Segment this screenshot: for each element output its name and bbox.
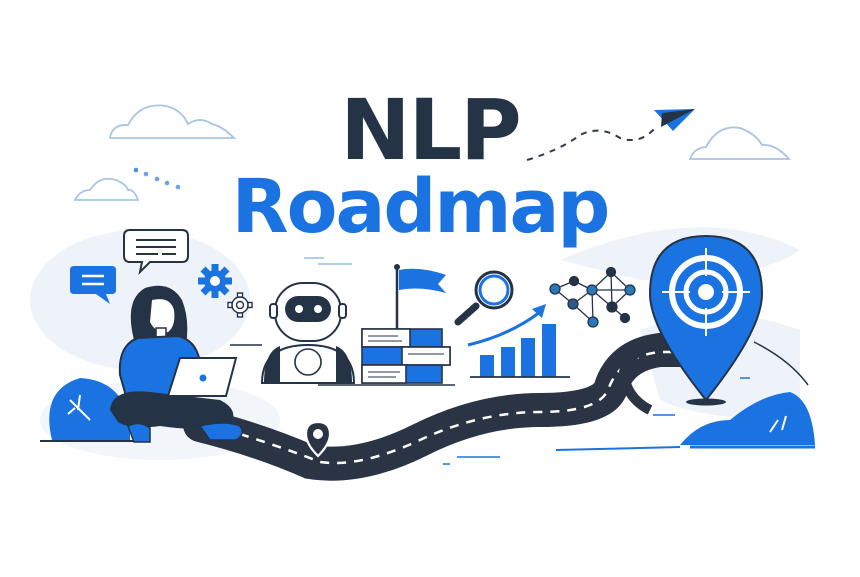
plant-icon — [680, 392, 815, 449]
bar-chart-icon — [467, 304, 570, 378]
motion-arc — [753, 341, 809, 386]
plane-trail — [526, 127, 656, 161]
cloud-icon — [108, 104, 237, 139]
title-nlp: NLP — [340, 81, 519, 179]
location-pin-icon — [304, 420, 332, 458]
gear-icon — [198, 264, 232, 298]
road-icon — [183, 333, 717, 481]
cloud-icon — [73, 177, 140, 201]
gear-icon — [227, 292, 253, 318]
chat-bubble-icon — [70, 266, 116, 304]
flag-icon — [394, 264, 446, 329]
target-icon — [662, 248, 750, 336]
accent-dash — [555, 446, 681, 451]
cloud-icon — [688, 126, 791, 160]
dots-trail — [133, 167, 181, 190]
chat-bubble-icon — [123, 229, 189, 276]
person-with-laptop-icon — [110, 285, 243, 443]
title-roadmap: Roadmap — [232, 164, 609, 250]
magnifier-icon — [454, 270, 514, 326]
plant-icon — [49, 378, 130, 440]
books-icon — [361, 328, 451, 384]
network-graph-icon — [549, 266, 636, 328]
paper-plane-icon — [654, 109, 695, 131]
robot-icon — [230, 257, 356, 384]
